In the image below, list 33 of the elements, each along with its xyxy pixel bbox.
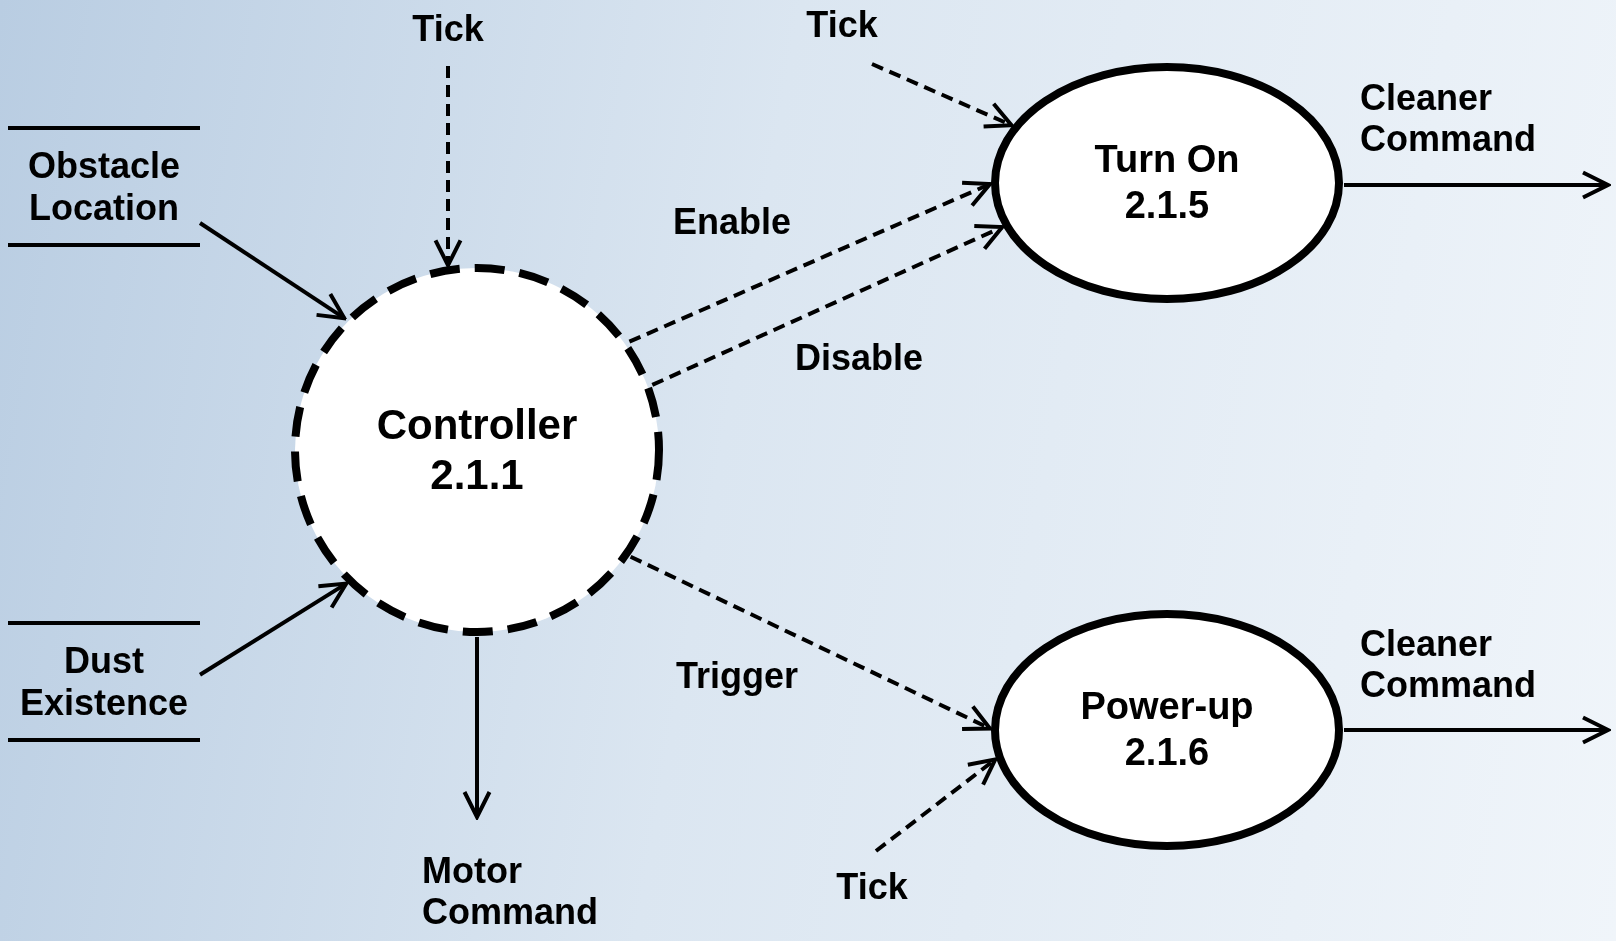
data-store: [8, 621, 200, 742]
edge-label: Tick: [836, 866, 908, 908]
process-circle: [991, 63, 1343, 303]
dashed-arrow: [629, 554, 992, 731]
edge-label: Cleaner Command: [1360, 77, 1537, 160]
edge-label: Cleaner Command: [1360, 623, 1537, 706]
data-store: [8, 126, 200, 247]
arrow: [1344, 715, 1610, 745]
arrow: [198, 221, 347, 321]
arrow: [1344, 170, 1610, 200]
dashed-arrow: [628, 180, 992, 344]
arrow: [462, 637, 492, 819]
process-number: 2.1.1: [430, 450, 524, 500]
process-number: 2.1.6: [1124, 730, 1210, 775]
control-process-circle: [291, 264, 663, 636]
edge-label: Motor Command: [422, 850, 599, 933]
edge-label: Enable: [673, 201, 791, 243]
process-name: Turn On: [1094, 137, 1240, 183]
process-circle: [991, 610, 1343, 850]
data-store-label: Dust Existence: [18, 640, 190, 723]
dashed-arrow: [651, 224, 1005, 387]
process-number: 2.1.5: [1124, 183, 1210, 228]
process-name: Controller: [376, 399, 578, 450]
dashed-arrow: [871, 62, 1014, 129]
dashed-arrow: [874, 757, 998, 853]
edge-label: Trigger: [676, 655, 798, 697]
data-store-label: Obstacle Location: [26, 145, 182, 228]
dashed-arrow: [433, 66, 463, 268]
edge-label: Disable: [794, 337, 924, 379]
edge-label: Tick: [806, 4, 878, 46]
edge-label: Tick: [412, 8, 484, 50]
arrow: [198, 581, 349, 677]
process-name: Power-up: [1080, 684, 1254, 730]
